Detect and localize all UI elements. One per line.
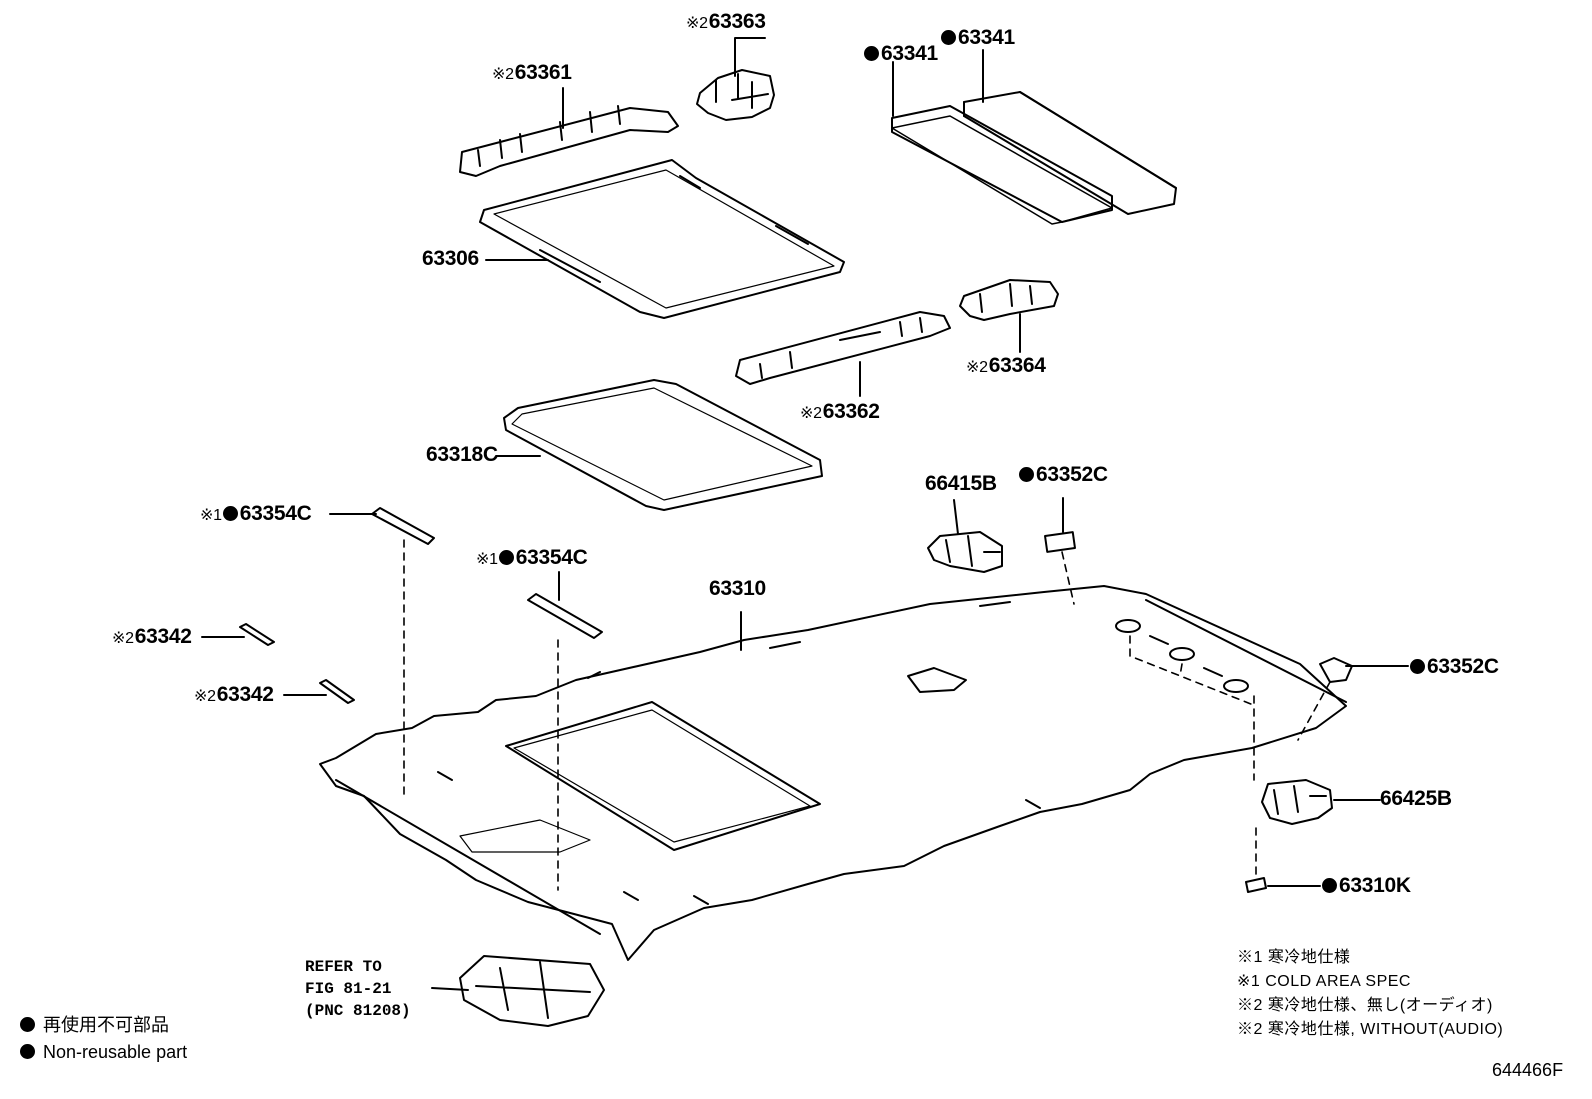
label-63310k[interactable]: 63310K (1322, 874, 1411, 898)
non-reusable-dot-icon (20, 1017, 35, 1032)
footnote: ※1 COLD AREA SPEC (1237, 973, 1411, 990)
part-63363-shape (696, 69, 775, 121)
part-63342-b-shape (319, 679, 355, 704)
label-63352c-top[interactable]: 63352C (1019, 463, 1108, 487)
label-63318c[interactable]: 63318C (426, 443, 498, 466)
label-63310[interactable]: 63310 (709, 577, 766, 600)
part-66415b-shape (927, 531, 1003, 573)
part-63361-shape (459, 105, 679, 177)
part-63318c-shape (503, 379, 823, 511)
label-66425b[interactable]: 66425B (1380, 787, 1452, 810)
non-reusable-dot-icon (1322, 878, 1337, 893)
non-reusable-dot-icon (864, 46, 879, 61)
label-63306[interactable]: 63306 (422, 247, 479, 270)
non-reusable-dot-icon (1410, 659, 1425, 674)
non-reusable-dot-icon (20, 1044, 35, 1059)
footnote: ※1 寒冷地仕様 (1237, 949, 1351, 966)
non-reusable-dot-icon (941, 30, 956, 45)
label-63352c-right[interactable]: 63352C (1410, 655, 1499, 679)
reference-line-3: (PNC 81208) (305, 1002, 411, 1020)
label-66415b[interactable]: 66415B (925, 472, 997, 495)
non-reusable-dot-icon (1019, 467, 1034, 482)
reference-line-2: FIG 81-21 (305, 980, 392, 998)
label-63341-right[interactable]: 63341 (941, 26, 1015, 50)
label-63364[interactable]: ※263364 (966, 354, 1046, 377)
part-63342-a-shape (239, 623, 275, 646)
part-63354c-left-shape (371, 507, 435, 545)
reference-line-1: REFER TO (305, 958, 382, 976)
legend-row-en: Non-reusable part (20, 1039, 187, 1066)
footnote: ※2 寒冷地仕様, WITHOUT(AUDIO) (1237, 1021, 1504, 1038)
footnote: ※2 寒冷地仕様、無し(オーディオ) (1237, 997, 1493, 1014)
figure-number: 644466F (1492, 1060, 1564, 1080)
footnotes: ※1 寒冷地仕様 ※1 COLD AREA SPEC ※2 寒冷地仕様、無し(オ… (1237, 946, 1503, 1042)
non-reusable-dot-icon (222, 506, 238, 521)
part-63364-shape (959, 279, 1059, 321)
non-reusable-dot-icon (498, 550, 514, 565)
legend: 再使用不可部品 Non-reusable part (20, 1012, 187, 1066)
part-63352c-right-shape (1319, 657, 1353, 683)
label-63341-left[interactable]: 63341 (864, 42, 938, 66)
part-map-lamp-shape (459, 955, 605, 1027)
part-63354c-mid-shape (527, 593, 603, 639)
label-63363[interactable]: ※263363 (686, 10, 766, 33)
part-63352c-top-shape (1044, 531, 1076, 553)
part-63306-shape (479, 159, 845, 319)
label-63361[interactable]: ※263361 (492, 61, 572, 84)
part-63310-shape (319, 585, 1347, 961)
part-66425b-shape (1261, 779, 1333, 825)
part-63310k-shape (1245, 877, 1267, 893)
label-63342-b[interactable]: ※263342 (194, 683, 274, 706)
legend-row-jp: 再使用不可部品 (20, 1012, 187, 1039)
label-63342-a[interactable]: ※263342 (112, 625, 192, 648)
part-63341-pads (891, 91, 1177, 225)
label-63362[interactable]: ※263362 (800, 400, 880, 423)
part-63362-shape (735, 311, 951, 385)
reference-note[interactable]: REFER TO FIG 81-21 (PNC 81208) (305, 956, 411, 1022)
